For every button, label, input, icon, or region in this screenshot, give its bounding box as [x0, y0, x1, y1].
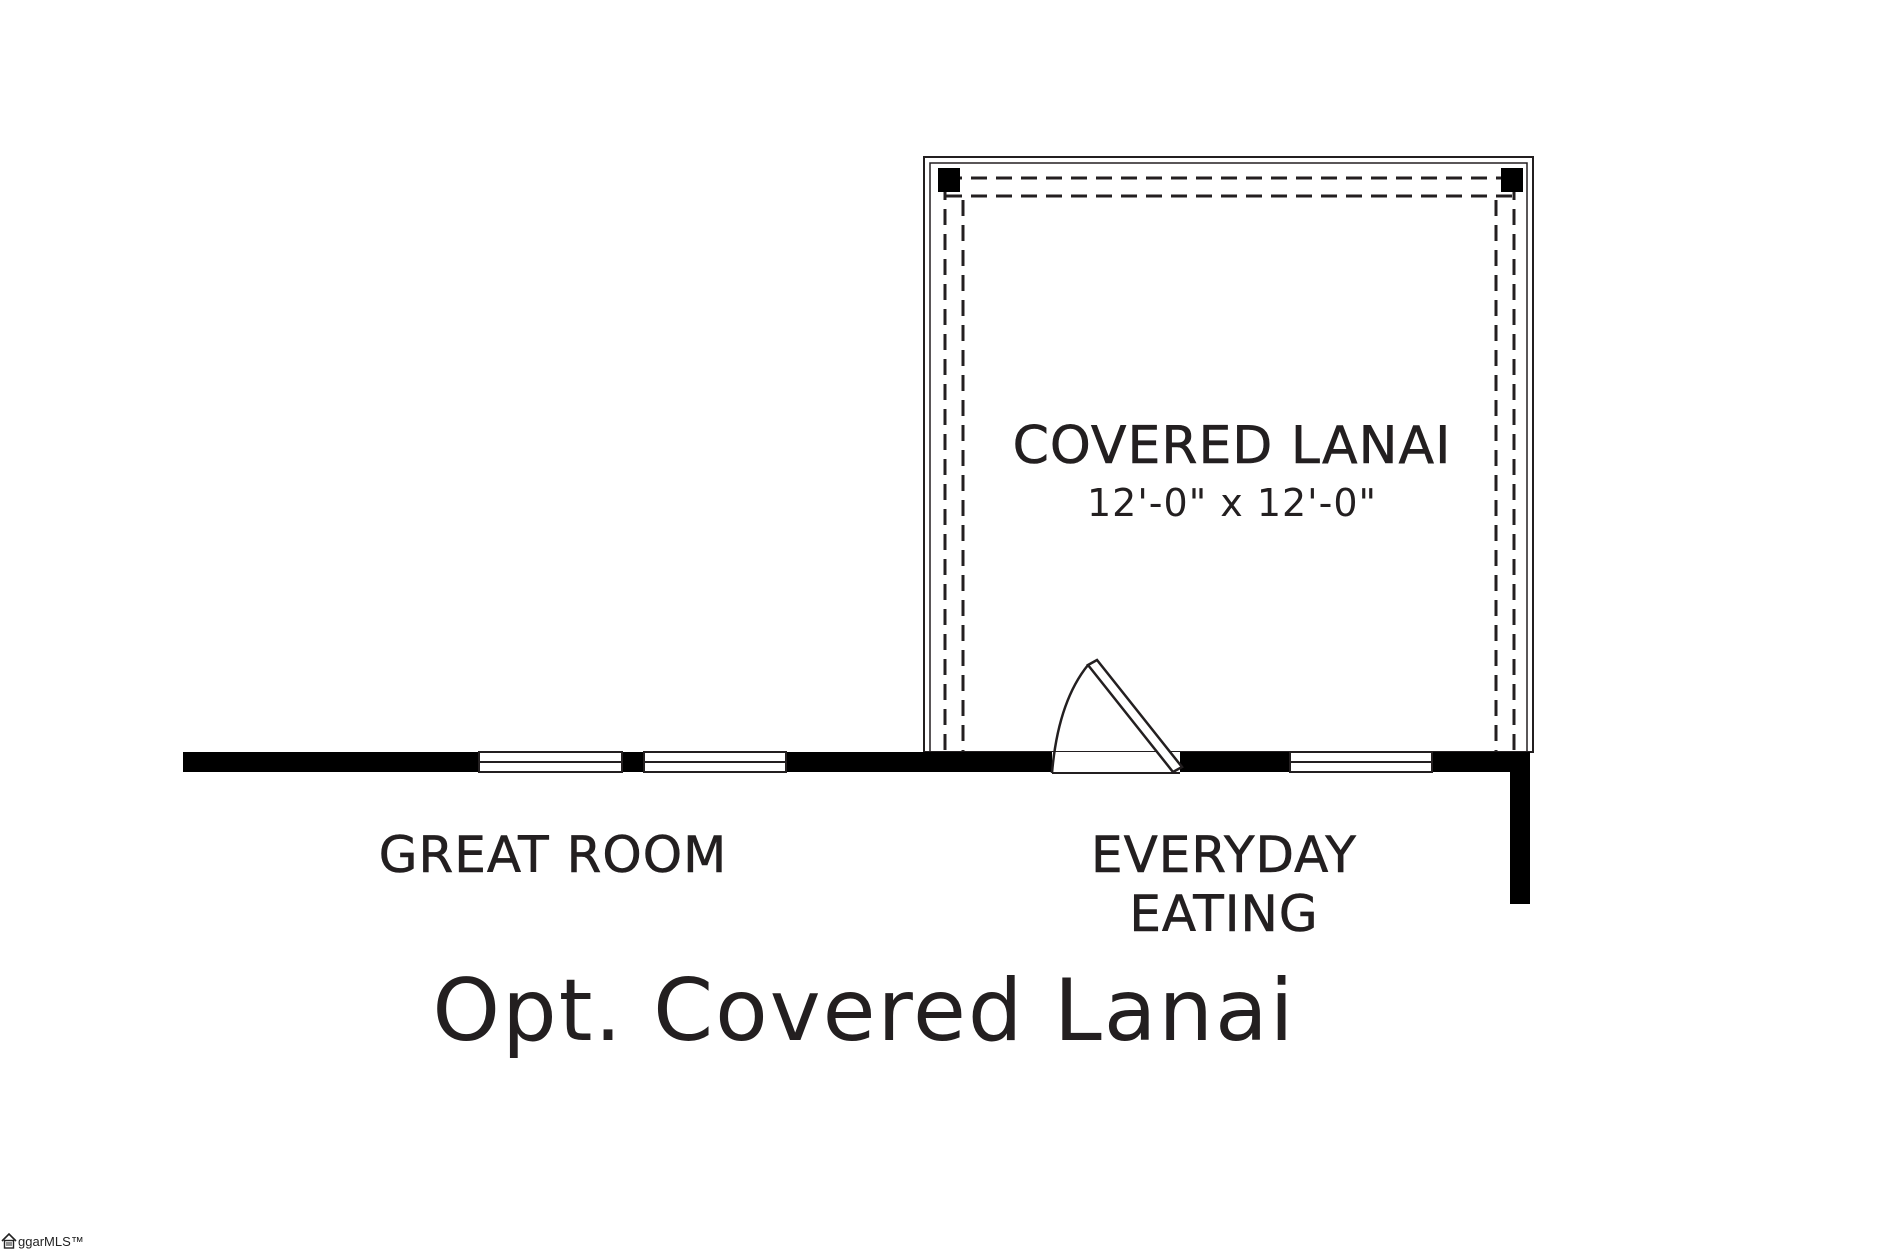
mls-watermark: ggarMLS™	[0, 1230, 84, 1252]
plan-title: Opt. Covered Lanai	[432, 961, 1295, 1061]
everyday-eating-label-line1: EVERYDAY	[1091, 826, 1357, 884]
exterior-wall	[183, 752, 1530, 904]
lanai-post-left	[938, 168, 960, 192]
house-icon	[1, 1232, 17, 1249]
lanai-dimensions-label: 12'-0" x 12'-0"	[1087, 481, 1377, 525]
lanai-beam-dashes	[943, 176, 1516, 752]
great-room-label: GREAT ROOM	[379, 826, 727, 884]
lanai-post-right	[1501, 168, 1523, 192]
wall-windows	[478, 751, 1433, 773]
door-swing	[1050, 658, 1184, 774]
everyday-eating-label-line2: EATING	[1129, 885, 1318, 943]
watermark-text: ggarMLS™	[18, 1233, 84, 1249]
lanai-name-label: COVERED LANAI	[1013, 416, 1452, 476]
